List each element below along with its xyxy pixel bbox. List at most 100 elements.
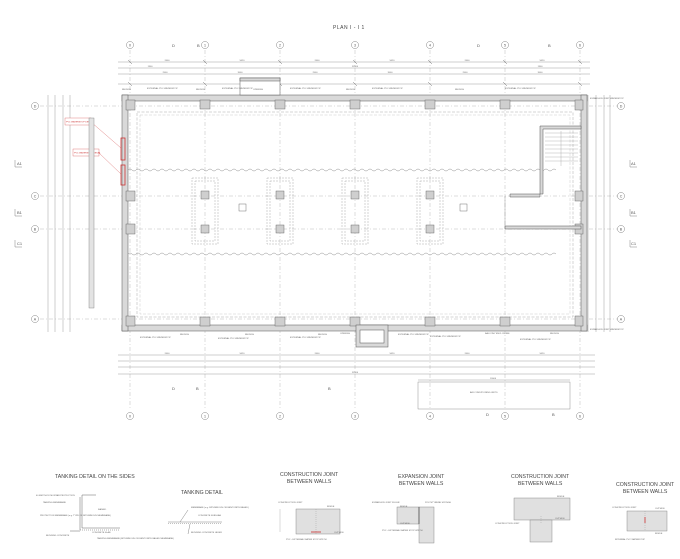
- floor-plan: 0 1 2 3 4 5 6 0 1 2 3 4 5 6 D C B A D C …: [14, 41, 637, 420]
- svg-text:2400: 2400: [165, 353, 171, 355]
- pile-cap-outlines: [191, 177, 444, 245]
- svg-text:INTERNAL PVC WATERSTOP: INTERNAL PVC WATERSTOP: [615, 538, 646, 541]
- svg-text:C1: C1: [631, 241, 637, 246]
- svg-text:1300: 1300: [538, 66, 544, 68]
- svg-text:A1: A1: [631, 161, 637, 166]
- svg-text:D: D: [34, 104, 37, 108]
- svg-text:OPENING: OPENING: [253, 89, 263, 91]
- top-opening: [239, 77, 281, 96]
- svg-text:3500: 3500: [388, 72, 394, 74]
- svg-text:RECESS: RECESS: [455, 89, 465, 91]
- wall-labels-top: RECESS EXTERNAL PVC WATERSTOP RECESS EXT…: [122, 87, 536, 91]
- svg-text:33500: 33500: [352, 372, 359, 374]
- svg-text:CONSTRUCTION JOINT: CONSTRUCTION JOINT: [278, 502, 303, 504]
- svg-text:3500: 3500: [538, 72, 544, 74]
- svg-text:0: 0: [129, 414, 131, 418]
- svg-text:C: C: [34, 194, 37, 198]
- detail-tanking-sides: [70, 494, 120, 532]
- detail-construction-joint-2: [513, 497, 571, 543]
- svg-text:MEMBRANE (e.g. BITUMINOUS OR B: MEMBRANE (e.g. BITUMINOUS OR BENTONITE B…: [191, 506, 249, 509]
- dimension-ticks-top: [127, 59, 583, 87]
- svg-text:40 MM THICK MORTAR PROTECTION: 40 MM THICK MORTAR PROTECTION: [36, 494, 75, 497]
- detail-tanking: [168, 509, 222, 535]
- svg-text:EXTERNAL PVC WATERSTOP: EXTERNAL PVC WATERSTOP: [398, 333, 429, 336]
- svg-text:D: D: [486, 412, 489, 417]
- svg-text:A: A: [620, 317, 623, 321]
- svg-text:INSIDE: INSIDE: [655, 533, 663, 535]
- svg-text:OUTSIDE: OUTSIDE: [555, 518, 565, 520]
- svg-text:INSIDE: INSIDE: [557, 496, 565, 498]
- svg-text:EXTERNAL PVC WATERSTOP: EXTERNAL PVC WATERSTOP: [505, 87, 536, 90]
- svg-text:B1: B1: [631, 210, 637, 215]
- svg-text:RECESS: RECESS: [180, 334, 190, 336]
- left-membrane-strip: [88, 117, 95, 309]
- svg-text:2400: 2400: [465, 353, 471, 355]
- svg-text:EXTERNAL PVC WATERSTOP: EXTERNAL PVC WATERSTOP: [290, 87, 321, 90]
- grid-bubbles-bottom: [126, 412, 584, 420]
- svg-text:5620: 5620: [390, 353, 396, 355]
- svg-text:C1: C1: [17, 241, 23, 246]
- svg-text:A: A: [34, 317, 37, 321]
- svg-text:POLYSTYRENE SPONGE: POLYSTYRENE SPONGE: [425, 502, 452, 504]
- svg-text:EXPANSION JOINT WATERSTOP: EXPANSION JOINT WATERSTOP: [590, 97, 624, 100]
- svg-text:CONCRETE SLAB: CONCRETE SLAB: [92, 531, 111, 534]
- svg-text:B: B: [328, 386, 331, 391]
- grid-bubbles-left: [31, 102, 39, 323]
- detail-construction-joint-1: [279, 508, 341, 535]
- svg-text:5620: 5620: [540, 60, 546, 62]
- svg-text:6: 6: [579, 414, 581, 418]
- svg-text:EXTERNAL PVC WATERSTOP: EXTERNAL PVC WATERSTOP: [430, 335, 461, 338]
- svg-text:5: 5: [504, 414, 506, 418]
- svg-text:TANKING MEMBRANE (BITUMINOUS O: TANKING MEMBRANE (BITUMINOUS OR BENTONIT…: [97, 537, 174, 540]
- svg-text:OUTSIDE: OUTSIDE: [400, 523, 410, 525]
- grid-bubbles-right: [617, 102, 625, 323]
- svg-text:B: B: [197, 43, 200, 48]
- ac-units-label: AIR CONDITIONING UNITS: [470, 391, 498, 394]
- plan-title: PLAN I - I 1: [333, 25, 365, 31]
- svg-text:B: B: [34, 227, 37, 231]
- right-note: EXPANSION JOINT WATERSTOP: [590, 328, 624, 331]
- pilasters: [125, 99, 584, 327]
- grid-bubbles-top: [126, 41, 584, 49]
- svg-text:5: 5: [504, 43, 506, 47]
- svg-text:PVC WATERSTOP DETAIL: PVC WATERSTOP DETAIL: [66, 121, 94, 124]
- ac-units-area: [417, 381, 571, 410]
- svg-text:33500: 33500: [352, 66, 359, 68]
- grid-bubble-labels: 0 1 2 3 4 5 6 0 1 2 3 4 5 6 D C B A D C …: [34, 43, 623, 418]
- svg-text:6: 6: [579, 43, 581, 47]
- svg-text:EXTERNAL PVC WATERSTOP: EXTERNAL PVC WATERSTOP: [222, 87, 253, 90]
- svg-text:3500: 3500: [238, 72, 244, 74]
- svg-text:RECESS: RECESS: [245, 334, 255, 336]
- svg-text:3: 3: [354, 414, 356, 418]
- detail-title-tanking: TANKING DETAIL: [181, 490, 223, 496]
- svg-text:INSIDE: INSIDE: [327, 506, 335, 508]
- svg-text:CONSTRUCTION JOINT: CONSTRUCTION JOINT: [612, 507, 637, 509]
- svg-text:5620: 5620: [240, 60, 246, 62]
- dimension-lines-bottom: [118, 354, 595, 381]
- detail-expansion-joint: [396, 506, 435, 544]
- grid-lines-vertical: [129, 50, 581, 410]
- svg-text:EXTERNAL PVC WATERSTOP: EXTERNAL PVC WATERSTOP: [140, 336, 171, 339]
- svg-text:INSIDE: INSIDE: [400, 506, 408, 508]
- svg-text:PVC - EXTERNAL WATER STOP WIDT: PVC - EXTERNAL WATER STOP WIDTH: [286, 538, 327, 541]
- svg-text:2400: 2400: [465, 60, 471, 62]
- svg-text:2500: 2500: [463, 72, 469, 74]
- svg-text:B: B: [620, 227, 623, 231]
- svg-text:1: 1: [204, 414, 206, 418]
- svg-text:PROTECTION MEMBRANE (e.g. TYPE: PROTECTION MEMBRANE (e.g. TYPE OF BITUMI…: [40, 514, 111, 517]
- svg-text:5620: 5620: [540, 353, 546, 355]
- wall-labels-bottom: EXTERNAL PVC WATERSTOP RECESS EXTERNAL P…: [140, 332, 560, 341]
- svg-text:2: 2: [279, 43, 281, 47]
- svg-text:D: D: [172, 386, 175, 391]
- svg-text:B1: B1: [17, 210, 23, 215]
- svg-text:RECESS: RECESS: [550, 333, 560, 335]
- svg-text:OPENING: OPENING: [340, 333, 350, 335]
- svg-text:1300: 1300: [148, 66, 154, 68]
- svg-text:2: 2: [279, 414, 281, 418]
- svg-text:B: B: [548, 43, 551, 48]
- dimension-lines-right: [587, 95, 611, 332]
